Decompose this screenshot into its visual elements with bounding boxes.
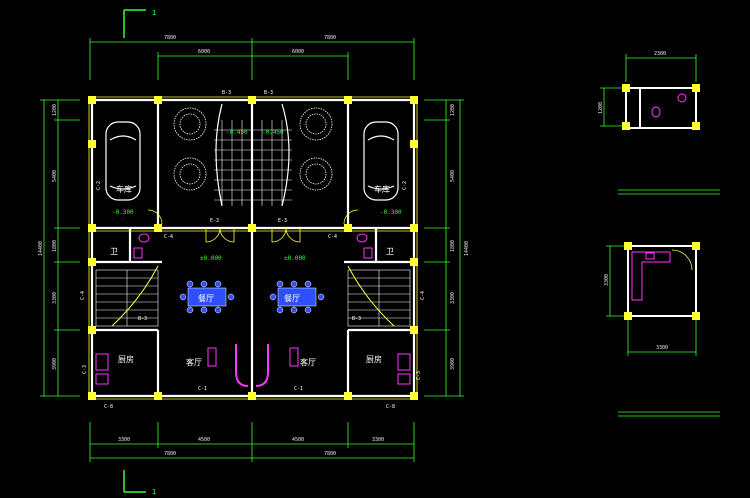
dim-left-total: 14400 xyxy=(38,241,44,256)
section-mark-top-label: 1 xyxy=(152,9,156,17)
room-label-garage-left: 车库 xyxy=(116,184,132,194)
tag-3: E-3 xyxy=(210,218,219,224)
dim-right-2: 5400 xyxy=(450,170,456,182)
dim-bottom-part-3: 4500 xyxy=(292,437,304,443)
section-mark-bottom-label: 1 xyxy=(152,488,156,496)
tag-11: C-2 xyxy=(96,181,102,190)
section-mark-bottom xyxy=(123,470,146,493)
car-icon-right xyxy=(363,121,399,201)
detail-mid-height: 3300 xyxy=(604,274,610,286)
dim-right-1: 1200 xyxy=(450,104,456,116)
dining-table-left xyxy=(179,280,235,314)
level-garage-left: -0.300 xyxy=(112,209,134,216)
dim-right-4: 3300 xyxy=(450,292,456,304)
room-label-dining-right: 餐厅 xyxy=(284,294,300,303)
level-court-right: -0.450 xyxy=(262,129,284,136)
dining-table-right xyxy=(269,280,325,314)
dim-bottom-total-2: 7800 xyxy=(324,451,336,457)
tree-icons xyxy=(173,107,333,191)
sofa-right xyxy=(255,344,269,387)
staircase-left xyxy=(95,269,159,327)
dim-right-5: 3900 xyxy=(450,358,456,370)
dim-left-1: 1200 xyxy=(52,104,58,116)
tag-4: E-3 xyxy=(278,218,287,224)
level-court-left: -0.450 xyxy=(226,129,248,136)
columns xyxy=(88,96,418,400)
tag-14: C-8 xyxy=(386,404,395,410)
dim-top-inner-1: 6000 xyxy=(198,49,210,55)
stair-arcs xyxy=(111,265,395,327)
tag-9: C-1 xyxy=(198,386,207,392)
room-label-kitchen-right: 厨房 xyxy=(366,354,382,364)
level-garage-right: -0.300 xyxy=(380,209,402,216)
dim-bottom-total-1: 7800 xyxy=(164,451,176,457)
room-label-garage-right: 车库 xyxy=(374,184,390,194)
tag-7: B-3 xyxy=(138,316,147,322)
room-label-wc-left: 卫 xyxy=(110,247,118,256)
dim-bottom-part-2: 4500 xyxy=(198,437,210,443)
tag-1: B-3 xyxy=(222,90,231,96)
detail-top-drawing xyxy=(600,54,720,195)
dim-top-inner-2: 6000 xyxy=(292,49,304,55)
room-label-living-left: 客厅 xyxy=(186,357,202,367)
tag-15: C-4 xyxy=(80,291,86,300)
wc-fixtures xyxy=(133,233,373,259)
tag-2: B-3 xyxy=(264,90,273,96)
dim-left-2: 5400 xyxy=(52,170,58,182)
door-swings xyxy=(147,209,359,243)
tag-12: C-2 xyxy=(402,181,408,190)
dim-left-5: 3900 xyxy=(52,358,58,370)
sofa-left xyxy=(235,344,249,387)
dim-bottom-part-1: 3300 xyxy=(118,437,130,443)
dim-right-3: 1800 xyxy=(450,240,456,252)
courtyard-curves xyxy=(215,103,290,207)
tag-16: C-4 xyxy=(420,291,426,300)
dim-left-3: 1800 xyxy=(52,240,58,252)
car-icon-left xyxy=(105,121,141,201)
detail-top-width: 2300 xyxy=(654,51,666,57)
tag-18: C-3 xyxy=(416,371,422,380)
kitchen-fixtures xyxy=(95,353,411,385)
dim-top-total-1: 7800 xyxy=(164,35,176,41)
detail-mid-drawing xyxy=(606,242,720,417)
tag-10: C-1 xyxy=(294,386,303,392)
tag-8: B-3 xyxy=(352,316,361,322)
room-label-kitchen-left: 厨房 xyxy=(118,354,134,364)
room-label-dining-left: 餐厅 xyxy=(198,294,214,303)
staircase-right xyxy=(347,269,411,327)
dim-bottom-part-4: 3300 xyxy=(372,437,384,443)
room-label-living-right: 客厅 xyxy=(300,357,316,367)
tag-5: C-4 xyxy=(164,234,173,240)
dim-right-total: 14400 xyxy=(464,241,470,256)
section-mark-top xyxy=(123,9,146,38)
tag-13: C-8 xyxy=(104,404,113,410)
detail-top-height: 1200 xyxy=(598,102,604,114)
detail-mid-width: 3300 xyxy=(656,345,668,351)
tag-17: C-3 xyxy=(82,365,88,374)
tea-tables xyxy=(207,347,299,367)
level-dining-left: ±0.000 xyxy=(200,255,222,262)
room-label-wc-right: 卫 xyxy=(386,247,394,256)
dim-left-4: 3300 xyxy=(52,292,58,304)
dimension-lines xyxy=(40,38,464,462)
tag-6: C-4 xyxy=(328,234,337,240)
dim-top-total-2: 7800 xyxy=(324,35,336,41)
level-dining-right: ±0.000 xyxy=(284,255,306,262)
courtyard-grid xyxy=(214,120,292,206)
